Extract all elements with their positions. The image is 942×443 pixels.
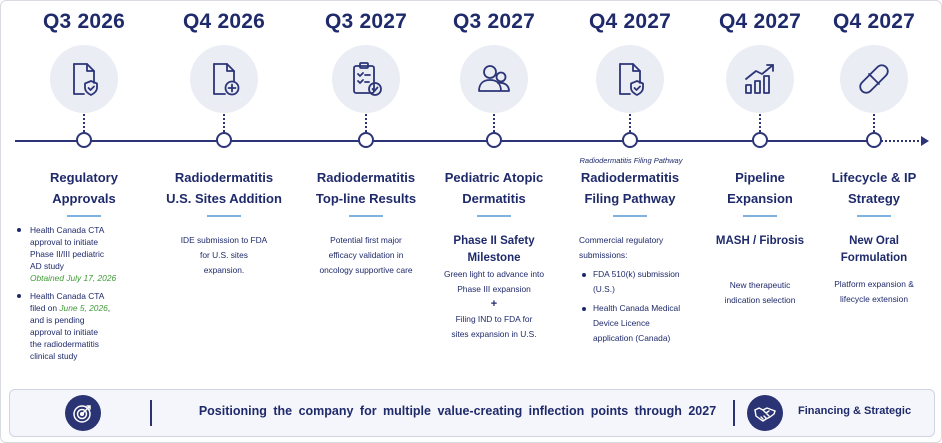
- document-shield-icon: [50, 45, 118, 113]
- milestone-quarter: Q4 2026: [183, 10, 265, 33]
- milestone-title: Regulatory Approvals: [50, 170, 118, 206]
- milestone-subhead: Phase II Safety Milestone: [453, 235, 535, 264]
- milestone-quarter: Q3 2026: [43, 10, 125, 33]
- milestone-description: MASH / Fibrosis New therapeutic indicati…: [685, 233, 835, 308]
- title-underline: [207, 215, 241, 217]
- list-item: FDA 510(k) submission (U.S.): [579, 267, 699, 297]
- milestone-description: IDE submission to FDA for U.S. sites exp…: [180, 235, 268, 275]
- regulatory-bullet-list: Health Canada CTA approval to initiate P…: [15, 224, 161, 368]
- summary-statement: Positioning the company for multiple val…: [198, 404, 717, 418]
- milestone-quarter: Q3 2027: [453, 10, 535, 33]
- timeline-line: [15, 140, 871, 142]
- milestone-title: Radiodermatitis Filing Pathway: [580, 170, 680, 206]
- milestone-title: Lifecycle & IP Strategy: [831, 170, 917, 206]
- summary-bar: Positioning the company for multiple val…: [9, 389, 935, 437]
- financing-label: Financing & Strategic: [798, 405, 912, 417]
- connector-dots: [873, 114, 875, 132]
- filing-pathway-list: Commercial regulatory submissions: FDA 5…: [579, 233, 699, 346]
- milestone-title: Radiodermatitis U.S. Sites Addition: [166, 170, 282, 206]
- timeline-node: [866, 132, 882, 148]
- status-note: Obtained July 17, 2026: [30, 273, 117, 283]
- list-item: Health Canada CTA filed on June 5, 2026,…: [15, 290, 161, 362]
- timeline-continuation: [881, 140, 923, 142]
- timeline-node: [622, 132, 638, 148]
- milestone-description: Phase II Safety Milestone Green light to…: [419, 233, 569, 342]
- document-shield-icon: [596, 45, 664, 113]
- growth-chart-icon: [726, 45, 794, 113]
- milestone-title: Pediatric Atopic Dermatitis: [444, 170, 544, 206]
- date-note: June 5, 2026: [59, 303, 108, 313]
- milestone-subhead: New Oral Formulation: [840, 235, 908, 264]
- people-icon: [460, 45, 528, 113]
- milestone-description: Potential first major efficacy validatio…: [319, 235, 413, 275]
- timeline-node: [358, 132, 374, 148]
- connector-dots: [223, 114, 225, 132]
- list-item: Health Canada CTA approval to initiate P…: [15, 224, 161, 284]
- title-underline: [857, 215, 891, 217]
- connector-dots: [493, 114, 495, 132]
- document-plus-icon: [190, 45, 258, 113]
- milestone-description: New Oral Formulation Platform expansion …: [799, 233, 942, 307]
- title-underline: [67, 215, 101, 217]
- handshake-icon: [747, 395, 783, 431]
- timeline-node: [486, 132, 502, 148]
- clipboard-check-icon: [332, 45, 400, 113]
- divider: [733, 400, 735, 426]
- title-underline: [613, 215, 647, 217]
- divider: [150, 400, 152, 426]
- milestone-quarter: Q3 2027: [325, 10, 407, 33]
- milestone-title: Radiodermatitis Top-line Results: [315, 170, 417, 206]
- milestone-subhead: MASH / Fibrosis: [715, 235, 805, 247]
- timeline-node: [76, 132, 92, 148]
- milestone-quarter: Q4 2027: [589, 10, 671, 33]
- list-item: Health Canada Medical Device Licence app…: [579, 301, 699, 346]
- capsule-icon: [840, 45, 908, 113]
- title-underline: [477, 215, 511, 217]
- title-underline: [743, 215, 777, 217]
- target-icon: [65, 395, 101, 431]
- connector-dots: [629, 114, 631, 132]
- milestone-quarter: Q4 2027: [833, 10, 915, 33]
- timeline-node: [752, 132, 768, 148]
- connector-dots: [365, 114, 367, 132]
- timeline-node: [216, 132, 232, 148]
- timeline-arrow-icon: [921, 136, 929, 146]
- connector-dots: [759, 114, 761, 132]
- milestone-title: Pipeline Expansion: [727, 170, 793, 206]
- milestone-quarter: Q4 2027: [719, 10, 801, 33]
- connector-dots: [83, 114, 85, 132]
- title-underline: [349, 215, 383, 217]
- filing-pathway-label: Radiodermatitis Filing Pathway: [579, 156, 683, 165]
